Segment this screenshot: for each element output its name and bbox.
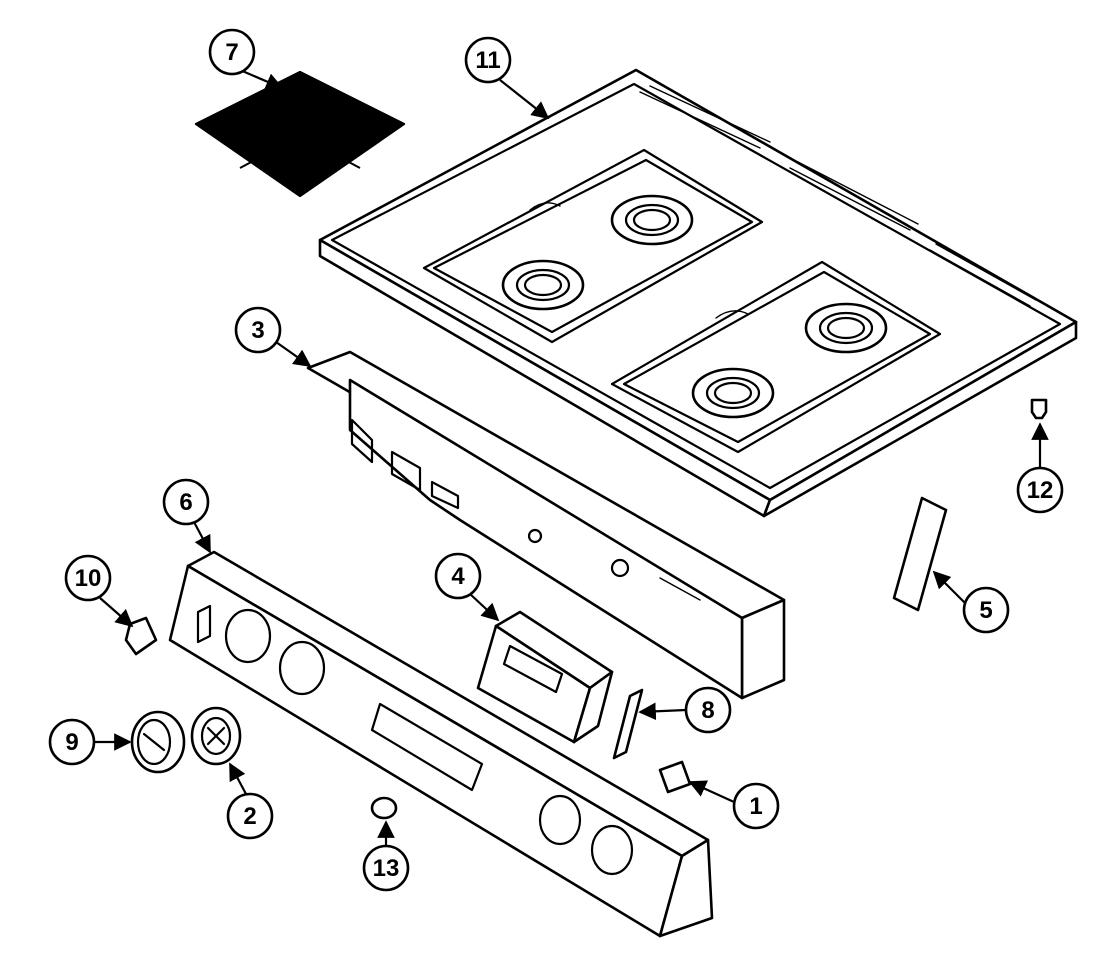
- callout-12: 12: [1016, 422, 1064, 514]
- burner-right-rear: [804, 302, 888, 354]
- callout-4: 4: [434, 552, 500, 622]
- callout-8: 8: [638, 686, 732, 734]
- control-knob: [130, 710, 186, 774]
- callout-4-label: 4: [451, 563, 465, 590]
- ignition-switch: [124, 616, 158, 656]
- callout-8-label: 8: [701, 697, 714, 724]
- callout-2: 2: [226, 762, 274, 840]
- callout-7-label: 7: [225, 39, 238, 66]
- callout-1: 1: [688, 780, 780, 830]
- burner-grate: [194, 70, 406, 198]
- callout-11: 11: [464, 36, 550, 120]
- burner-right-front: [691, 367, 775, 419]
- callout-2-label: 2: [243, 803, 256, 830]
- callout-5-label: 5: [979, 597, 992, 624]
- control-panel: [168, 550, 714, 938]
- switch-cover: [658, 760, 692, 794]
- callout-9-label: 9: [65, 729, 78, 756]
- mounting-clip: [1030, 398, 1048, 420]
- manifold-bracket: [306, 350, 786, 700]
- knob-bezel: [190, 706, 242, 766]
- callout-13-label: 13: [373, 855, 400, 882]
- indicator-button: [370, 796, 398, 820]
- callout-9: 9: [48, 718, 132, 766]
- clock-timer-module: [476, 610, 614, 744]
- callout-11-label: 11: [475, 47, 500, 74]
- callout-7: 7: [208, 28, 284, 90]
- callout-10: 10: [64, 554, 134, 628]
- callout-13: 13: [362, 820, 410, 892]
- callout-10-label: 10: [75, 565, 102, 592]
- callout-6-label: 6: [179, 489, 192, 516]
- burner-left-rear: [610, 194, 694, 246]
- callout-5: 5: [932, 570, 1010, 634]
- side-trim-bracket: [892, 496, 948, 612]
- burner-left-front: [501, 259, 585, 311]
- igniter-bracket: [612, 688, 644, 760]
- cooktop-main-top: [318, 68, 1078, 518]
- callout-6: 6: [162, 478, 211, 554]
- callout-3: 3: [234, 306, 312, 368]
- callout-3-label: 3: [251, 317, 264, 344]
- callout-1-label: 1: [749, 793, 762, 820]
- callout-12-label: 12: [1027, 477, 1054, 504]
